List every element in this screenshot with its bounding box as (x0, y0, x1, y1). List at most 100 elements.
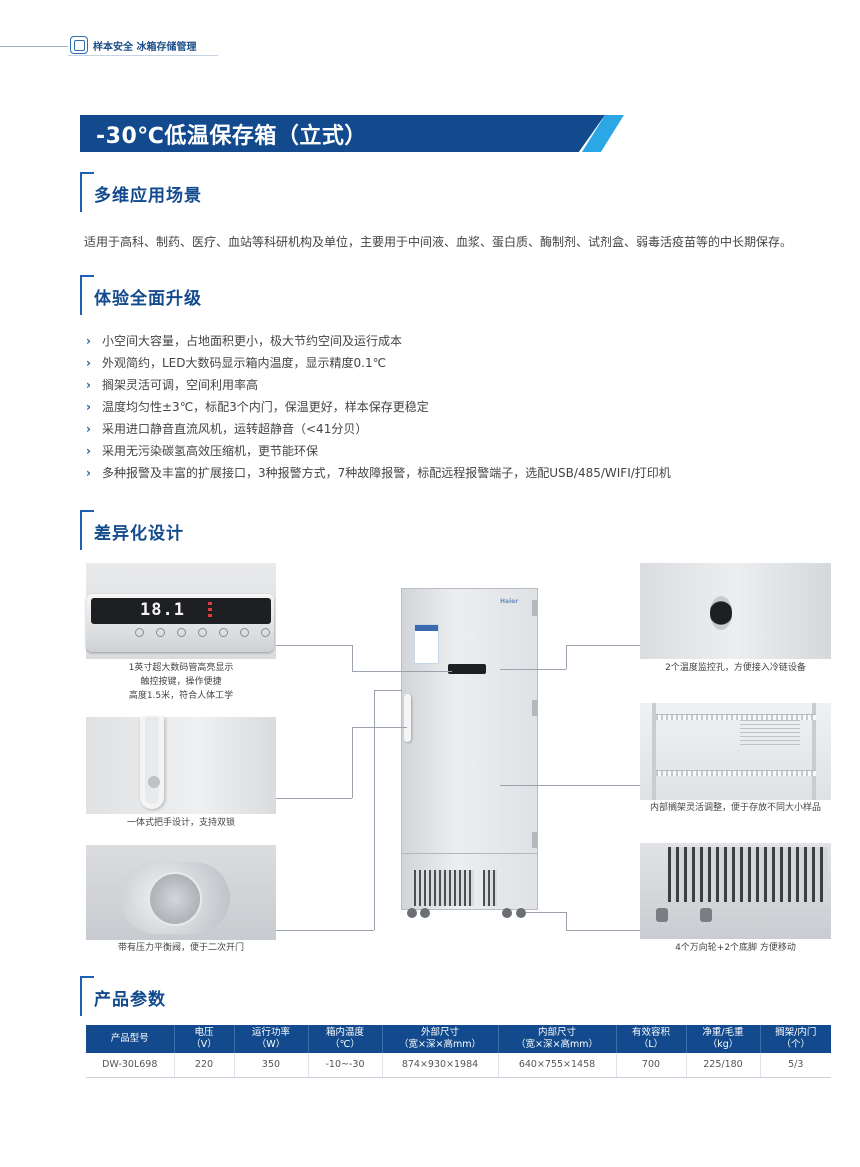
table-cell: -10~-30 (308, 1053, 383, 1078)
table-row: DW-30L698 220 350 -10~-30 874×930×1984 6… (86, 1053, 831, 1078)
page-title: -30℃低温保存箱（立式） (96, 124, 367, 149)
shelf-post (652, 703, 656, 800)
vent-grille (668, 847, 828, 902)
chevron-right-icon: › (86, 422, 91, 436)
column-header: 电压（V） (174, 1025, 235, 1053)
chevron-right-icon: › (86, 444, 91, 458)
list-item: ›多种报警及丰富的扩展接口，3种报警方式，7种故障报警，标配远程报警端子，选配U… (84, 462, 671, 484)
column-header: 箱内温度（℃） (308, 1025, 383, 1053)
monitor-port (710, 596, 732, 630)
upgrade-list: ›小空间大容量，占地面积更小，极大节约空间及运行成本 ›外观简约，LED大数码显… (84, 330, 671, 484)
scenario-text: 适用于高科、制药、医疗、血站等科研机构及单位，主要用于中间液、血浆、蛋白质、酶制… (84, 235, 793, 249)
caster-wheel (516, 908, 526, 918)
status-leds (208, 602, 238, 620)
chevron-right-icon: › (86, 356, 91, 370)
chevron-right-icon: › (86, 378, 91, 392)
vent-grille (414, 870, 474, 906)
connector-line (352, 727, 353, 798)
list-item: ›外观简约，LED大数码显示箱内温度，显示精度0.1℃ (84, 352, 671, 374)
connector-line (374, 690, 375, 930)
table-cell: 225/180 (686, 1053, 761, 1078)
shelf (656, 714, 816, 720)
caster-wheel (407, 908, 417, 918)
valve-knob (148, 872, 202, 926)
freezer-door-seam (401, 853, 538, 854)
caster-wheel (420, 908, 430, 918)
shelf-rail (740, 715, 800, 745)
freezer-handle (404, 694, 411, 742)
header-rule (0, 46, 68, 47)
handle-caption: 一体式把手设计，支持双锁 (126, 818, 235, 828)
chevron-right-icon: › (86, 466, 91, 480)
hinge (532, 600, 537, 616)
table-cell: 700 (616, 1053, 687, 1078)
connector-line (500, 785, 640, 786)
table-cell: 5/3 (760, 1053, 831, 1078)
connector-line (526, 912, 566, 913)
lock-icon (148, 776, 160, 788)
section-title: 产品参数 (94, 990, 166, 1010)
connector-line (374, 690, 402, 691)
vent-grille (483, 870, 497, 906)
params-table: 产品型号 电压（V） 运行功率（W） 箱内温度（℃） 外部尺寸（宽×深×高mm）… (86, 1025, 831, 1078)
touch-keys (135, 628, 270, 637)
connector-line (566, 930, 640, 931)
connector-line (352, 727, 407, 728)
column-header: 外部尺寸（宽×深×高mm） (382, 1025, 499, 1053)
caster-caption: 4个万向轮+2个底脚 方便移动 (675, 943, 796, 953)
display-caption: 1英寸超大数码管高亮显示 触控按键，操作便捷 高度1.5米，符合人体工学 (128, 663, 234, 701)
caster-wheel (502, 908, 512, 918)
list-item: ›采用无污染碳氢高效压缩机，更节能环保 (84, 440, 671, 462)
column-header: 运行功率（W） (234, 1025, 309, 1053)
freezer-nameplate (414, 624, 439, 664)
valve-caption: 带有压力平衡阀，便于二次开门 (117, 943, 244, 953)
list-item: ›小空间大容量，占地面积更小，极大节约空间及运行成本 (84, 330, 671, 352)
column-header: 净重/毛重（kg） (686, 1025, 761, 1053)
shelf (656, 770, 816, 776)
hinge (532, 832, 537, 848)
hinge (532, 700, 537, 716)
connector-line (276, 798, 352, 799)
table-cell: 220 (174, 1053, 235, 1078)
shelf-caption: 内部搁架灵活调整，便于存放不同大小样品 (649, 803, 821, 813)
connector-line (500, 669, 566, 670)
led-digits: 18.1 (140, 600, 185, 620)
section-title: 体验全面升级 (94, 289, 202, 309)
connector-line (352, 645, 353, 671)
list-item: ›温度均匀性±3℃，标配3个内门，保温更好，样本保存更稳定 (84, 396, 671, 418)
door-handle (140, 717, 164, 809)
section-title: 差异化设计 (94, 524, 184, 544)
freezer-logo: Haier (500, 598, 519, 605)
section-title: 多维应用场景 (94, 186, 202, 206)
monitor-port-photo (640, 563, 831, 659)
freezer-display (448, 664, 486, 674)
brand-text: 样本安全 冰箱存储管理 (93, 42, 197, 53)
sample-box-icon (70, 36, 88, 54)
caster-foot (700, 908, 712, 922)
chevron-right-icon: › (86, 400, 91, 414)
handle-photo (86, 717, 276, 814)
connector-line (566, 645, 567, 669)
shelf-post (812, 703, 816, 800)
connector-line (566, 912, 567, 930)
table-cell: 874×930×1984 (382, 1053, 499, 1078)
column-header: 产品型号 (86, 1025, 175, 1053)
connector-line (566, 645, 640, 646)
connector-line (276, 930, 374, 931)
table-cell: 350 (234, 1053, 309, 1078)
list-item: ›搁架灵活可调，空间利用率高 (84, 374, 671, 396)
connector-line (276, 645, 352, 646)
list-item: ›采用进口静音直流风机，运转超静音（<41分贝） (84, 418, 671, 440)
chevron-right-icon: › (86, 334, 91, 348)
title-banner (80, 115, 605, 152)
column-header: 内部尺寸（宽×深×高mm） (498, 1025, 617, 1053)
table-cell: DW-30L698 (86, 1053, 175, 1078)
brand-underline (68, 55, 218, 56)
column-header: 搁架/内门（个） (760, 1025, 831, 1053)
port-caption: 2个温度监控孔，方便接入冷链设备 (665, 663, 806, 673)
table-cell: 640×755×1458 (498, 1053, 617, 1078)
caster-foot (656, 908, 668, 922)
connector-line (352, 671, 452, 672)
table-header-row: 产品型号 电压（V） 运行功率（W） 箱内温度（℃） 外部尺寸（宽×深×高mm）… (86, 1025, 831, 1053)
led-display (91, 598, 271, 624)
